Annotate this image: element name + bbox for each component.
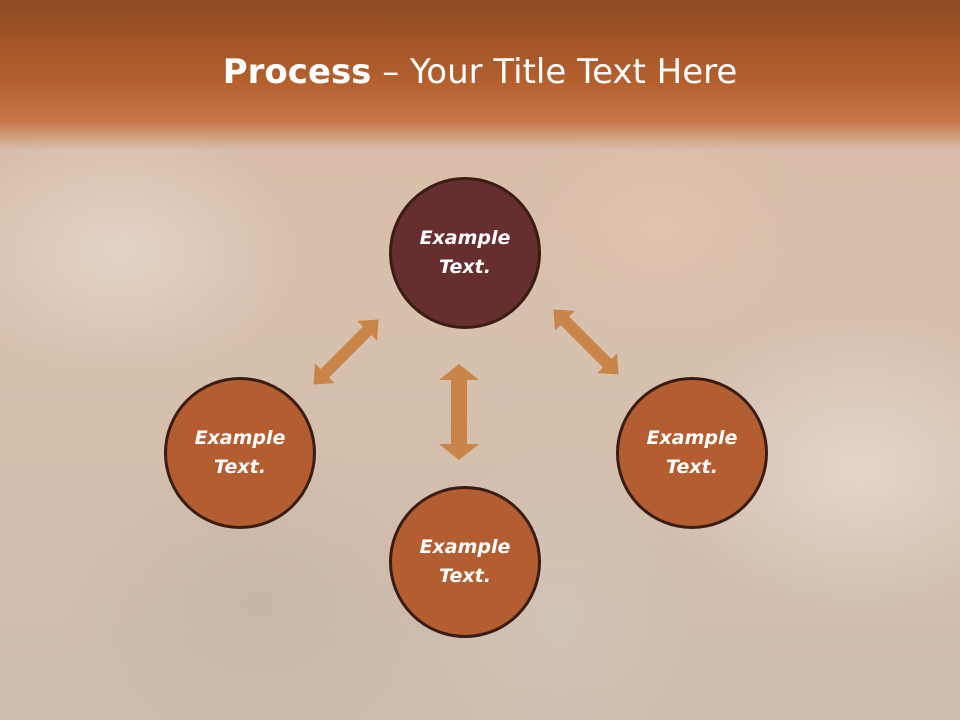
arrow-diagonal-left (313, 319, 379, 385)
circle-text-line2: Text. (666, 456, 718, 478)
title-bar (0, 0, 960, 150)
title-rest: – Your Title Text Here (371, 52, 738, 92)
arrow-diagonal-right (553, 309, 619, 375)
circle-text-line2: Text. (439, 565, 491, 587)
circle-text-line1: Example (646, 427, 738, 449)
circle-text-line1: Example (419, 227, 511, 249)
circle-text-line1: Example (419, 536, 511, 558)
circle-text-line1: Example (194, 427, 286, 449)
title-bold: Process (222, 52, 372, 92)
slide-title: Process – Your Title Text Here (0, 52, 960, 92)
arrow-vertical (439, 364, 479, 460)
circle-text-line2: Text. (214, 456, 266, 478)
circle-text-line2: Text. (439, 256, 491, 278)
